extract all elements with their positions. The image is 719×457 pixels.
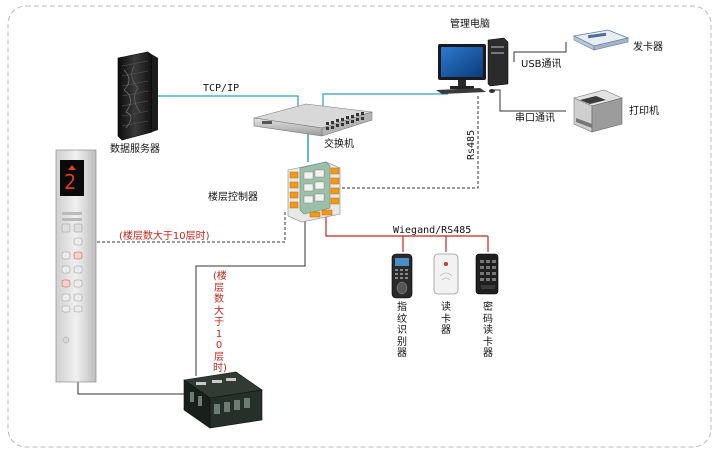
wiegand-label: Wiegand/RS485 xyxy=(393,225,472,236)
keypad-reader-icon xyxy=(475,253,499,295)
floor-controller-label: 楼层控制器 xyxy=(208,192,258,203)
floor-controller-icon xyxy=(287,161,341,223)
server-icon xyxy=(117,51,158,141)
wiegand-bus xyxy=(325,216,488,237)
card-issuer-icon xyxy=(572,29,630,51)
floors-note-horizontal: (楼层数大于10层时) xyxy=(119,231,210,242)
card-reader-label: 读卡器 xyxy=(441,302,451,336)
connection-lines xyxy=(77,42,567,395)
rs485-line xyxy=(342,96,479,189)
floor-display-digit: 2 xyxy=(64,170,77,194)
floors-note-vertical: (楼层数大于10层时) xyxy=(213,271,227,374)
elevator-panel xyxy=(55,149,97,383)
serial-label: 串口通讯 xyxy=(515,113,555,124)
controller-board-line xyxy=(195,216,306,376)
usb-line xyxy=(513,42,567,62)
printer-icon xyxy=(573,89,623,133)
switch-icon xyxy=(253,103,373,137)
switch-pc-line xyxy=(322,93,448,106)
fingerprint-reader-icon xyxy=(391,253,413,299)
controller-elevator-line xyxy=(90,212,286,243)
keypad-buttons xyxy=(61,212,83,344)
expansion-board-icon xyxy=(183,371,263,429)
printer-label: 打印机 xyxy=(629,106,659,117)
elevator-board-line xyxy=(77,382,188,395)
tcpip-label: TCP/IP xyxy=(203,83,240,94)
switch-label: 交换机 xyxy=(324,139,354,150)
computer-icon xyxy=(436,37,509,94)
card-issuer-label: 发卡器 xyxy=(633,42,663,53)
usb-label: USB通讯 xyxy=(521,59,562,70)
card-reader-icon xyxy=(433,253,459,295)
serial-line xyxy=(491,89,566,112)
management-pc-label: 管理电脑 xyxy=(450,19,490,30)
data-server-label: 数据服务器 xyxy=(110,144,160,155)
fingerprint-reader-label: 指纹识别器 xyxy=(397,302,407,359)
tcpip-line xyxy=(154,95,299,108)
diagram-frame xyxy=(7,5,712,448)
rs485-label: Rs485 xyxy=(466,129,477,160)
keypad-reader-label: 密码读卡器 xyxy=(483,302,493,359)
